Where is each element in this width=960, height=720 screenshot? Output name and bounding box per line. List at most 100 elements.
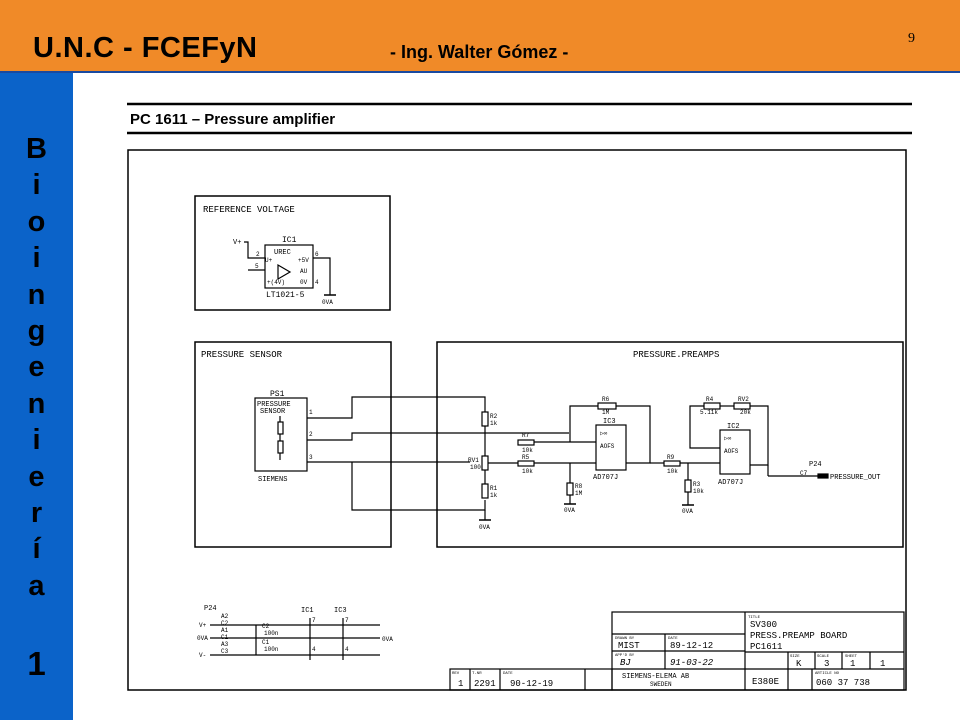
reference-voltage-label: REFERENCE VOLTAGE <box>203 205 295 215</box>
rev-date-label: DATE <box>503 672 513 676</box>
rev-date: 90-12-19 <box>510 679 553 689</box>
power-ova-label: 0VA <box>197 635 208 642</box>
vertical-letter: r <box>30 497 43 530</box>
subject-number: 1 <box>27 645 46 682</box>
power-ic1-pin4: 4 <box>312 646 316 653</box>
ic1-vin-wire <box>244 241 265 259</box>
tb-sheet-2: 1 <box>880 659 885 669</box>
ic1-vin: V+ <box>233 239 241 247</box>
tb-sheet-1: 1 <box>850 659 855 669</box>
r2-value: 1k <box>490 420 498 427</box>
reference-voltage-block <box>194 195 391 311</box>
tb-size: K <box>796 659 802 669</box>
r8-label: R8 <box>575 483 583 490</box>
ps1-type-2: SENSOR <box>260 408 286 416</box>
r1-label: R1 <box>490 485 498 492</box>
power-connector-label: P24 <box>204 605 217 613</box>
ic1-amp-triangle <box>277 263 292 281</box>
tb-date-label: DATE <box>668 637 678 641</box>
course-title: U.N.C - FCEFyN <box>33 32 258 64</box>
tb-scale: 3 <box>824 659 829 669</box>
tb-title-2: PRESS.PREAMP BOARD <box>750 631 847 641</box>
r6-out-wire <box>616 405 651 464</box>
r6-value: 1M <box>602 409 610 416</box>
r5-label: R5 <box>522 454 530 461</box>
ic1-part: LT1021-5 <box>266 291 305 300</box>
r4-feedback-wire <box>689 405 720 449</box>
tnr-number: 2291 <box>474 679 496 689</box>
r4-value: 5.11k <box>700 409 718 416</box>
vertical-letter: o <box>27 205 46 238</box>
ic3-part: AD707J <box>593 474 618 482</box>
tnr-label: T-NR <box>472 672 482 676</box>
power-c1-label: C1 <box>262 639 270 646</box>
ic2-symbol-text: ▷∞ <box>724 435 732 442</box>
ic1-pin-0v: 0V <box>300 279 308 286</box>
ic1-type: UREC <box>274 249 291 257</box>
r8-ground-label: 0VA <box>564 507 575 514</box>
tb-drawn-label: DRAWN BY <box>615 637 635 641</box>
output-connector-label: P24 <box>809 461 822 469</box>
r3-label: R3 <box>693 481 701 488</box>
revision-block-frame <box>449 668 613 691</box>
rv1-value: 100 <box>470 464 481 471</box>
vertical-letter: n <box>27 278 46 311</box>
r8-resistor <box>566 482 574 496</box>
tb-article-number: 060 37 738 <box>816 678 870 688</box>
r2-resistor <box>481 411 489 427</box>
rev-label: REV <box>452 672 460 676</box>
power-c2-value: 100n <box>264 630 279 637</box>
title-block <box>449 611 905 691</box>
vertical-subject-text: B i o i n g e n i e r í a <box>0 131 73 604</box>
tb-approved-by: BJ <box>620 658 631 668</box>
author-subtitle: - Ing. Walter Gómez - <box>390 42 569 62</box>
tb-approved-date: 91-03-22 <box>670 658 714 668</box>
power-pin-a1: A1 <box>221 627 229 634</box>
r9-resistor <box>663 460 681 467</box>
ic1-pin-5v: +5V <box>298 257 309 264</box>
vertical-letter: a <box>28 569 45 602</box>
ic3-label: IC3 <box>603 418 616 426</box>
vertical-letter: n <box>27 387 46 420</box>
output-connector <box>817 473 829 479</box>
ic3-symbol <box>595 424 627 471</box>
vertical-letter: e <box>28 460 45 493</box>
pressure-sensor-label: PRESSURE SENSOR <box>201 350 283 360</box>
ic3-aofs: AOFS <box>600 443 615 450</box>
pressure-preamps-label: PRESSURE.PREAMPS <box>633 350 719 360</box>
ic2-feedback-out-wire <box>750 405 769 466</box>
power-vplus-label: V+ <box>199 622 207 629</box>
ps1-type-1: PRESSURE <box>257 401 291 409</box>
ic1-pin5: 5 <box>255 263 259 270</box>
r7-label: R7 <box>522 432 530 439</box>
power-c1-value: 100n <box>264 646 279 653</box>
r8-value: 1M <box>575 490 583 497</box>
vertical-letter: i <box>32 242 41 275</box>
page-number: 9 <box>908 31 915 46</box>
vertical-letter: i <box>32 424 41 457</box>
pressure-sensor-block <box>194 341 392 548</box>
sidebar: B i o i n g e n i e r í a 1 <box>0 73 73 720</box>
ic3-symbol-text: ▷∞ <box>600 430 608 437</box>
ps1-bridge-r1 <box>277 421 284 435</box>
rev-number: 1 <box>458 679 463 689</box>
r6-label: R6 <box>602 396 610 403</box>
vertical-letter: e <box>28 351 45 384</box>
tb-title-label: TITLE <box>748 616 761 620</box>
power-pin-c3: C3 <box>221 648 229 655</box>
rv2-label: RV2 <box>738 396 749 403</box>
rv1-label: RV1 <box>468 457 479 464</box>
tb-appr-label: APP'D BY <box>615 653 635 658</box>
ic1-pin-au: AU <box>300 268 308 275</box>
ps1-bridge-r2 <box>277 440 284 454</box>
ic1-pin4: 4 <box>315 279 319 286</box>
tb-doc-number: E380E <box>752 677 779 687</box>
r3-resistor <box>684 479 692 493</box>
ic1-label: IC1 <box>282 236 297 245</box>
r7-resistor <box>517 439 535 446</box>
ic1-pin2: 2 <box>256 251 260 258</box>
r7-value: 10k <box>522 447 533 454</box>
tb-title-1: SV300 <box>750 620 777 630</box>
r5-resistor <box>517 460 535 467</box>
power-ic3-label: IC3 <box>334 607 347 615</box>
